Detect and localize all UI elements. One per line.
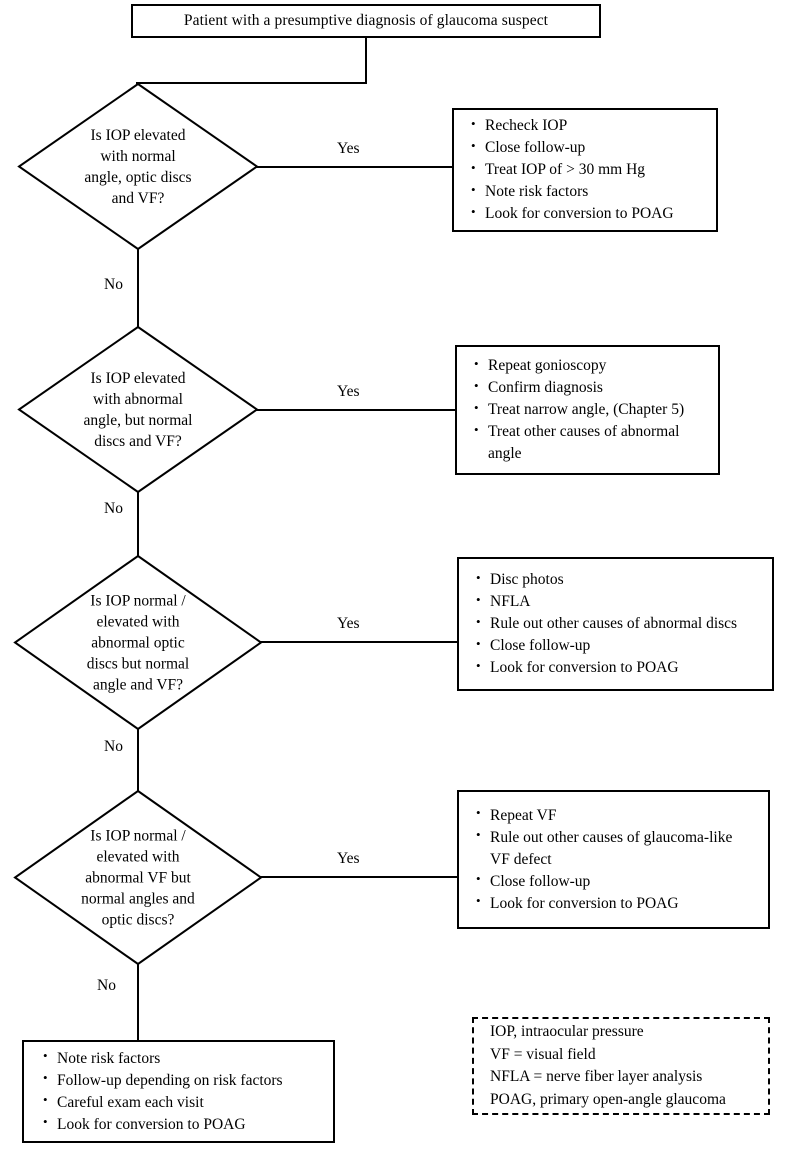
title-box: Patient with a presumptive diagnosis of … [131, 4, 601, 38]
legend-line-vf: VF = visual field [490, 1045, 596, 1063]
legend-line-iop: IOP, intraocular pressure [490, 1022, 644, 1040]
list-item: Repeat gonioscopy [474, 355, 712, 377]
connector-decision-2-no [137, 492, 139, 572]
list-item: Treat narrow angle, (Chapter 5) [474, 399, 712, 421]
action-box-4-list: Repeat VF Rule out other causes of glauc… [476, 804, 762, 915]
action-box-2: Repeat gonioscopy Confirm diagnosis Trea… [455, 345, 720, 475]
decision-1[interactable]: Is IOP elevated with normal angle, optic… [17, 82, 259, 251]
decision-3[interactable]: Is IOP normal / elevated with abnormal o… [13, 554, 263, 731]
list-item: Recheck IOP [471, 115, 710, 137]
edge-label-yes-1: Yes [337, 140, 360, 157]
action-box-3: Disc photos NFLA Rule out other causes o… [457, 557, 774, 691]
list-item: Look for conversion to POAG [476, 892, 762, 915]
edge-label-yes-2: Yes [337, 383, 360, 400]
list-item: Look for conversion to POAG [471, 203, 710, 225]
final-action-box-list: Note risk factors Follow-up depending on… [43, 1047, 327, 1136]
connector-decision-4-yes [260, 876, 457, 878]
list-item: Rule out other causes of glaucoma-like V… [476, 826, 762, 871]
legend-line-nfla: NFLA = nerve fiber layer analysis [490, 1068, 703, 1085]
decision-4-shape [13, 789, 263, 966]
edge-label-no-2: No [104, 500, 123, 517]
connector-decision-1-yes [256, 166, 454, 168]
connector-decision-3-no [137, 729, 139, 807]
list-item: Disc photos [476, 569, 766, 591]
connector-decision-1-no [137, 249, 139, 343]
list-item: Close follow-up [476, 870, 762, 893]
connector-decision-2-yes [256, 409, 456, 411]
edge-label-yes-4: Yes [337, 850, 360, 867]
connector-decision-3-yes [260, 641, 457, 643]
connector-title-down [365, 38, 367, 83]
list-item: Look for conversion to POAG [476, 657, 766, 679]
edge-label-no-1: No [104, 276, 123, 293]
edge-label-yes-3: Yes [337, 615, 360, 632]
decision-4[interactable]: Is IOP normal / elevated with abnormal V… [13, 789, 263, 966]
action-box-3-list: Disc photos NFLA Rule out other causes o… [476, 569, 766, 679]
edge-label-no-4: No [97, 977, 116, 994]
list-item: NFLA [476, 591, 766, 613]
action-box-4: Repeat VF Rule out other causes of glauc… [457, 790, 770, 929]
list-item: Treat IOP of > 30 mm Hg [471, 159, 710, 181]
connector-title-left [136, 82, 367, 84]
list-item: Note risk factors [471, 181, 710, 203]
final-action-box: Note risk factors Follow-up depending on… [22, 1040, 335, 1143]
decision-3-shape [13, 554, 263, 731]
action-box-1: Recheck IOP Close follow-up Treat IOP of… [452, 108, 718, 232]
action-box-2-list: Repeat gonioscopy Confirm diagnosis Trea… [474, 355, 712, 465]
list-item: Repeat VF [476, 804, 762, 827]
decision-2[interactable]: Is IOP elevated with abnormal angle, but… [17, 325, 259, 494]
list-item: Look for conversion to POAG [43, 1113, 327, 1136]
title-box-text: Patient with a presumptive diagnosis of … [183, 12, 549, 29]
list-item: Note risk factors [43, 1047, 327, 1070]
edge-label-no-3: No [104, 738, 123, 755]
abbreviation-legend-lines: IOP, intraocular pressure VF = visual fi… [490, 1021, 762, 1112]
abbreviation-legend: IOP, intraocular pressure VF = visual fi… [472, 1017, 770, 1115]
list-item: Confirm diagnosis [474, 377, 712, 399]
list-item: Close follow-up [476, 635, 766, 657]
connector-decision-4-no [137, 964, 139, 1042]
list-item: Follow-up depending on risk factors [43, 1069, 327, 1092]
action-box-1-list: Recheck IOP Close follow-up Treat IOP of… [471, 115, 710, 225]
decision-1-shape [17, 82, 259, 251]
list-item: Treat other causes of abnormal angle [474, 421, 712, 465]
list-item: Close follow-up [471, 137, 710, 159]
list-item: Careful exam each visit [43, 1091, 327, 1114]
list-item: Rule out other causes of abnormal discs [476, 613, 766, 635]
legend-line-poag: POAG, primary open-angle glaucoma [490, 1090, 726, 1108]
decision-2-shape [17, 325, 259, 494]
